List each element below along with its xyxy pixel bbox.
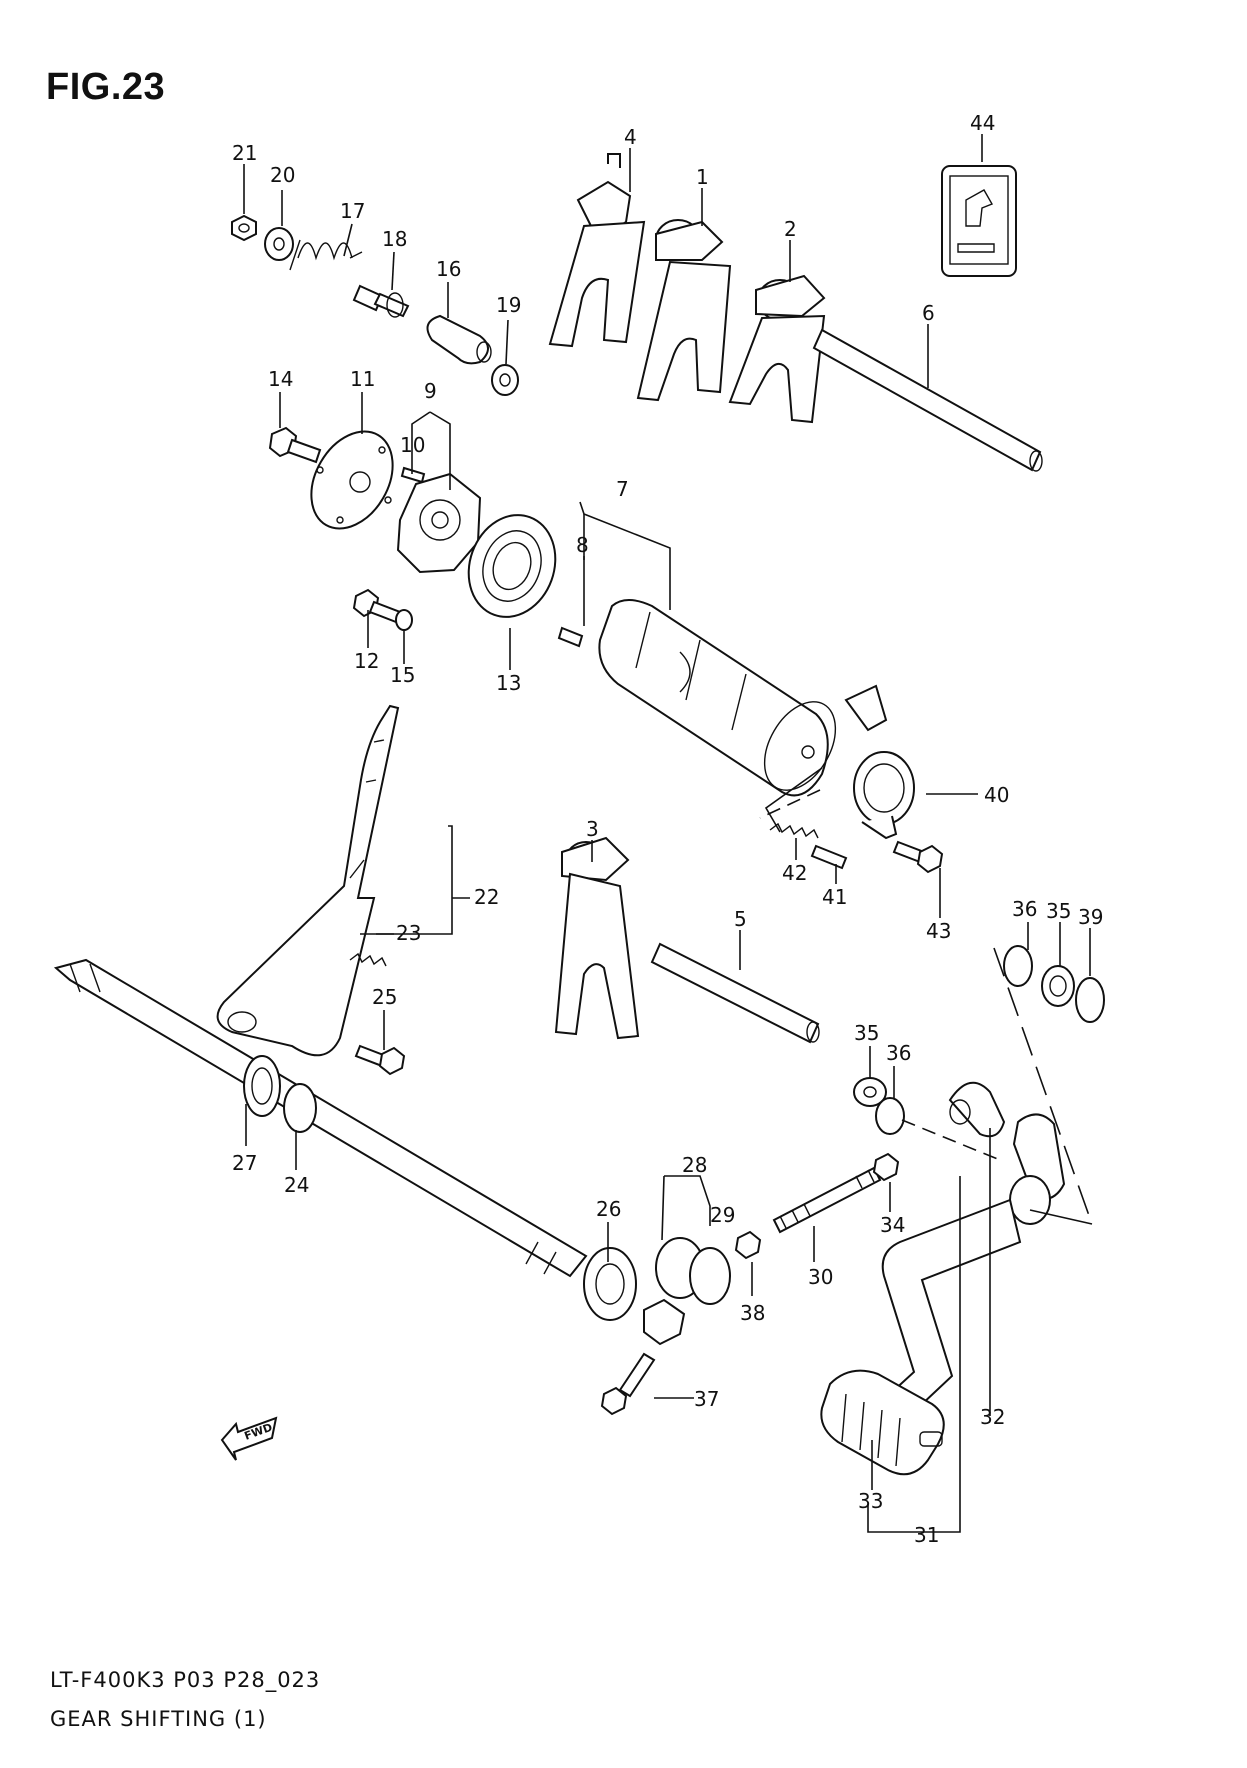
callout-43: 43: [926, 919, 951, 943]
callout-38: 38: [740, 1301, 765, 1325]
part-15-washer: [395, 609, 413, 631]
callout-9: 9: [424, 379, 437, 403]
callout-2: 2: [784, 217, 797, 241]
part-34-nut: [872, 1152, 900, 1182]
part-14-bolt: [268, 426, 322, 464]
callout-36b: 36: [1012, 897, 1037, 921]
callout-26: 26: [596, 1197, 621, 1221]
callout-15: 15: [390, 663, 415, 687]
callout-27: 27: [232, 1151, 257, 1175]
part-9-cam-driven-gear: [396, 472, 482, 574]
part-39-circlip: [1075, 977, 1105, 1023]
part-43-bolt: [892, 840, 944, 874]
leader-lines: [243, 134, 1093, 1533]
callout-20: 20: [270, 163, 295, 187]
callout-35a: 35: [854, 1021, 879, 1045]
part-26-oil-seal: [583, 1247, 637, 1321]
callout-12: 12: [354, 649, 379, 673]
callout-16: 16: [436, 257, 461, 281]
part-23-spring: [349, 952, 387, 967]
callout-24: 24: [284, 1173, 309, 1197]
callout-14: 14: [268, 367, 293, 391]
part-42-spring: [769, 822, 819, 839]
part-4-shift-fork: [548, 153, 646, 348]
part-37-bolt: [600, 1352, 656, 1416]
fwd-arrow-icon: FWD: [220, 1416, 278, 1461]
callout-28: 28: [682, 1153, 707, 1177]
part-36-ring: [875, 1097, 905, 1135]
part-12-bolt: [352, 588, 402, 624]
part-36b-ring: [1003, 945, 1033, 987]
callout-6: 6: [922, 301, 935, 325]
callout-35b: 35: [1046, 899, 1071, 923]
callout-7: 7: [616, 477, 629, 501]
part-16-stopper-arm: [426, 314, 492, 365]
part-11-plate: [310, 430, 394, 530]
part-21-nut: [231, 214, 257, 242]
callout-4: 4: [624, 125, 637, 149]
footer-code: LT-F400K3 P03 P28_023: [50, 1668, 321, 1692]
callout-5: 5: [734, 907, 747, 931]
part-22-shift-lever: [216, 704, 400, 1057]
shift-shaft: [53, 958, 588, 1278]
part-31-gearshift-pedal: [864, 1198, 1022, 1438]
part-18-pin: [352, 284, 410, 318]
callout-32: 32: [980, 1405, 1005, 1429]
part-41-pin: [810, 844, 848, 870]
part-2-shift-fork: [728, 274, 826, 424]
callout-18: 18: [382, 227, 407, 251]
callout-19: 19: [496, 293, 521, 317]
callout-42: 42: [782, 861, 807, 885]
part-13-bearing: [467, 514, 557, 618]
part-5-shaft: [650, 942, 820, 1044]
callout-13: 13: [496, 671, 521, 695]
part-40-plate: [844, 684, 915, 840]
callout-44: 44: [970, 111, 995, 135]
figure-title: FIG.23: [46, 66, 166, 108]
callout-37: 37: [694, 1387, 719, 1411]
callout-33: 33: [858, 1489, 883, 1513]
callout-34: 34: [880, 1213, 905, 1237]
part-8-pin: [557, 626, 584, 648]
part-3-shift-fork: [554, 836, 640, 1040]
part-25-bolt: [354, 1044, 406, 1076]
callout-39: 39: [1078, 905, 1103, 929]
part-44-label-plate: [941, 165, 1017, 277]
callout-25: 25: [372, 985, 397, 1009]
callout-29: 29: [710, 1203, 735, 1227]
callout-11: 11: [350, 367, 375, 391]
callout-36a: 36: [886, 1041, 911, 1065]
part-24-collar: [283, 1083, 317, 1133]
part-1-shift-fork: [636, 219, 732, 402]
callout-30: 30: [808, 1265, 833, 1289]
callout-22: 22: [474, 885, 499, 909]
part-27-spring: [243, 1055, 281, 1117]
callout-10: 10: [400, 433, 425, 457]
part-19-washer: [491, 364, 519, 396]
callout-labels: 21 20 17 18 16 19 4 1 2 6 44 14 11 9 10 …: [232, 111, 1103, 1547]
part-7-gearshift-cam: [598, 599, 837, 797]
part-38-nut: [734, 1230, 762, 1260]
callout-1: 1: [696, 165, 709, 189]
callout-23: 23: [396, 921, 421, 945]
callout-31: 31: [914, 1523, 939, 1547]
part-10-pin: [400, 466, 426, 484]
callout-40: 40: [984, 783, 1009, 807]
part-20-washer: [264, 227, 294, 261]
part-29-joint: [643, 1237, 731, 1346]
callout-8: 8: [576, 533, 589, 557]
callout-41: 41: [822, 885, 847, 909]
part-33-pedal-rubber: [820, 1369, 945, 1476]
part-30-tie-rod: [772, 1166, 882, 1234]
footer-name: GEAR SHIFTING (1): [50, 1707, 267, 1731]
part-6-shaft: [812, 328, 1043, 472]
callout-17: 17: [340, 199, 365, 223]
callout-3: 3: [586, 817, 599, 841]
part-35b-washer: [1041, 965, 1075, 1007]
callout-21: 21: [232, 141, 257, 165]
part-17-spring: [289, 239, 363, 271]
